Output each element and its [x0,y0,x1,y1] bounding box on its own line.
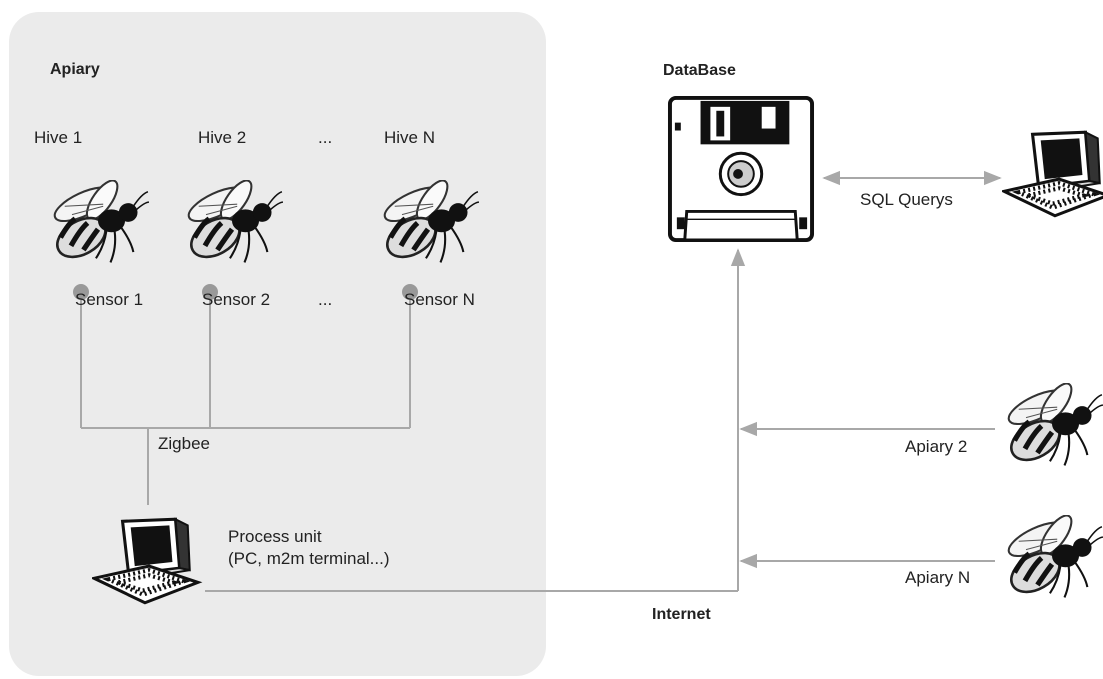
hive-1-label: Hive 1 [34,128,83,147]
hive-ellipsis-label: ... [318,128,333,147]
computer-icon [92,515,204,607]
process-unit-label: Process unit [228,527,322,546]
hive-2-label: Hive 2 [198,128,247,147]
database-title: DataBase [663,62,736,79]
process-unit-sublabel: (PC, m2m terminal...) [228,549,390,568]
sensor-2-label: Sensor 2 [202,290,271,309]
apiary-2-label: Apiary 2 [905,437,968,456]
sensor-ellipsis-label: ... [318,290,333,309]
sensor-dot-icon [73,284,89,300]
sensor-1-label: Sensor 1 [75,290,144,309]
hive-n-label: Hive N [384,128,436,147]
floppy-disk-icon [667,95,815,243]
apiary-title: Apiary [50,61,100,78]
bee-icon [1000,383,1103,473]
apiary-panel [9,12,546,676]
internet-label: Internet [652,606,711,623]
sensor-dot-icon [402,284,418,300]
computer-icon [1002,128,1103,220]
sensor-n-label: Sensor N [404,290,475,309]
sensor-dot-icon [202,284,218,300]
bee-icon [1000,515,1103,605]
zigbee-label: Zigbee [158,434,210,453]
sql-querys-label: SQL Querys [860,190,953,209]
bee-icon [46,180,150,270]
apiary-n-label: Apiary N [905,568,971,587]
bee-icon [376,180,480,270]
bee-icon [180,180,284,270]
